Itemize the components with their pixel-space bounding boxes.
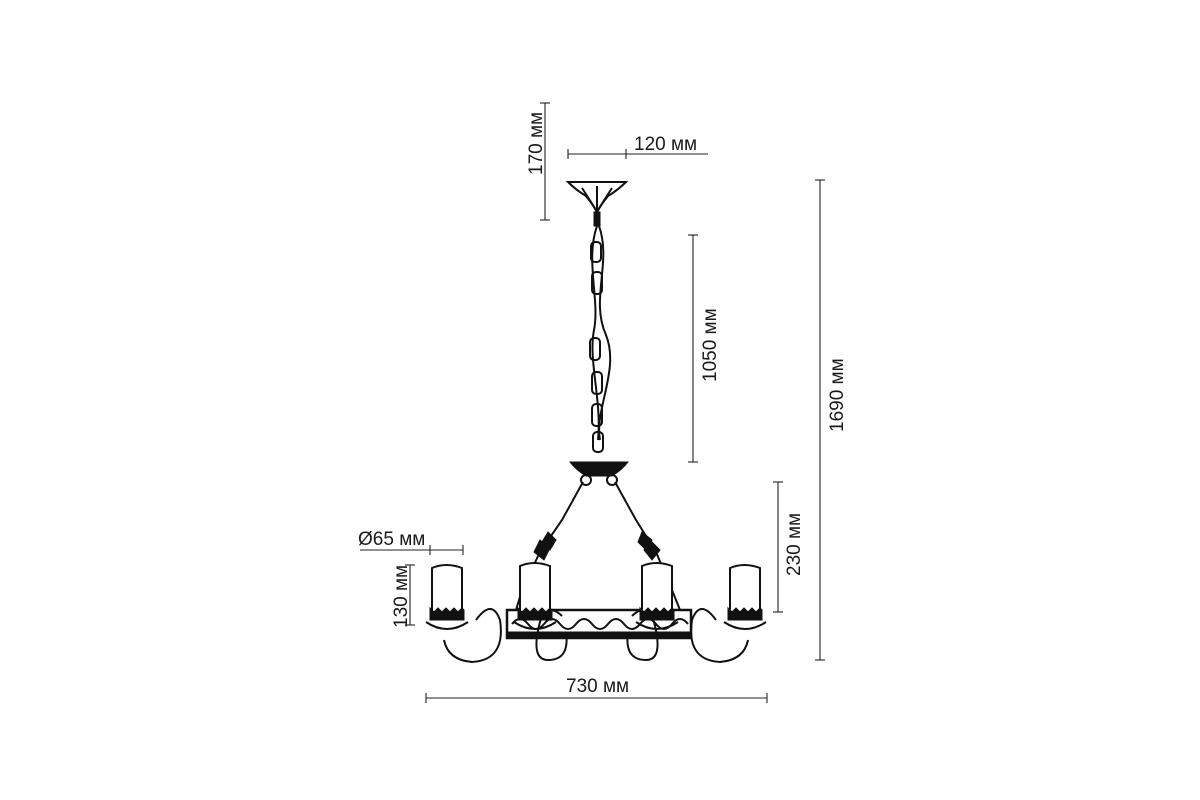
- body-top-cup: [568, 461, 630, 486]
- body-height-label: 230 мм: [784, 513, 805, 576]
- dimension-total-width: 730 мм: [425, 676, 768, 703]
- total-width-label: 730 мм: [566, 676, 629, 697]
- dimension-shade-height: 130 мм: [391, 564, 415, 628]
- shade-4: [723, 564, 767, 630]
- shade-3: [635, 562, 679, 630]
- dimension-chain-length: 1050 мм: [688, 234, 721, 463]
- total-height-label: 1690 мм: [827, 358, 848, 432]
- shade-1: [425, 564, 469, 630]
- dimension-body-height: 230 мм: [773, 481, 805, 613]
- shade-2: [513, 562, 557, 630]
- dimension-canopy-height: 170 мм: [526, 102, 550, 221]
- chain-length-label: 1050 мм: [700, 308, 721, 382]
- dimension-canopy-width: 120 мм: [567, 134, 708, 159]
- dimension-shade-diameter: Ø65 мм: [358, 529, 464, 555]
- shade-height-label: 130 мм: [391, 565, 412, 628]
- canopy-height-label: 170 мм: [526, 112, 547, 175]
- hanging-chain: [589, 225, 612, 453]
- dimension-total-height: 1690 мм: [815, 179, 848, 661]
- shade-diameter-label: Ø65 мм: [358, 529, 425, 550]
- ceiling-canopy: [565, 181, 629, 227]
- canopy-width-label: 120 мм: [634, 134, 697, 155]
